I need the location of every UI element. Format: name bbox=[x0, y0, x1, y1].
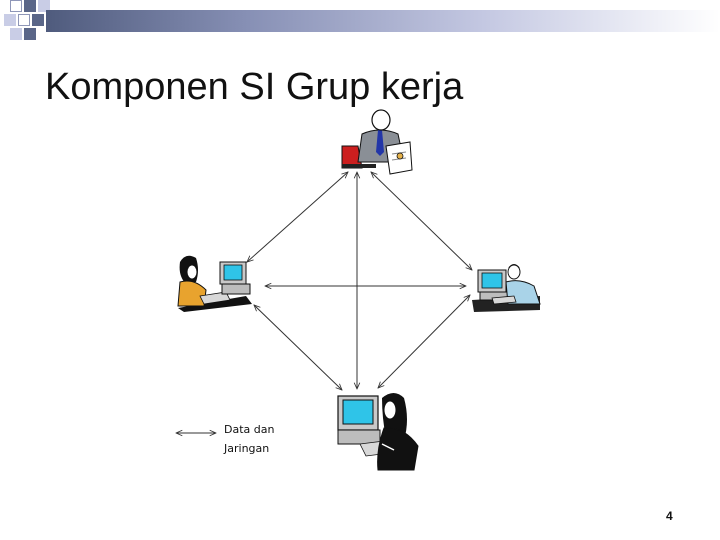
businessman-at-desk-icon bbox=[341, 109, 413, 175]
decor-square bbox=[4, 14, 16, 26]
legend-label-line: Jaringan bbox=[224, 442, 270, 455]
woman-at-computer-icon bbox=[177, 255, 252, 312]
woman-at-computer-icon bbox=[337, 393, 419, 471]
decor-square bbox=[18, 14, 30, 26]
slide-title: Komponen SI Grup kerja bbox=[45, 66, 464, 108]
decor-square bbox=[32, 14, 44, 26]
link-right-bottom-arrow bbox=[378, 295, 470, 388]
decor-square bbox=[38, 0, 50, 12]
legend-label: Data dan Jaringan bbox=[224, 420, 274, 458]
man-at-computer-icon bbox=[472, 264, 541, 312]
decor-square bbox=[24, 28, 36, 40]
page-number: 4 bbox=[666, 509, 673, 523]
decor-square bbox=[24, 0, 36, 12]
link-top-left-arrow bbox=[247, 172, 348, 262]
decor-square bbox=[10, 28, 22, 40]
header-gradient-band bbox=[46, 10, 720, 32]
link-top-right-arrow bbox=[371, 172, 472, 270]
decor-square bbox=[10, 0, 22, 12]
link-left-bottom-arrow bbox=[254, 305, 342, 390]
legend-label-line: Data dan bbox=[224, 423, 275, 436]
